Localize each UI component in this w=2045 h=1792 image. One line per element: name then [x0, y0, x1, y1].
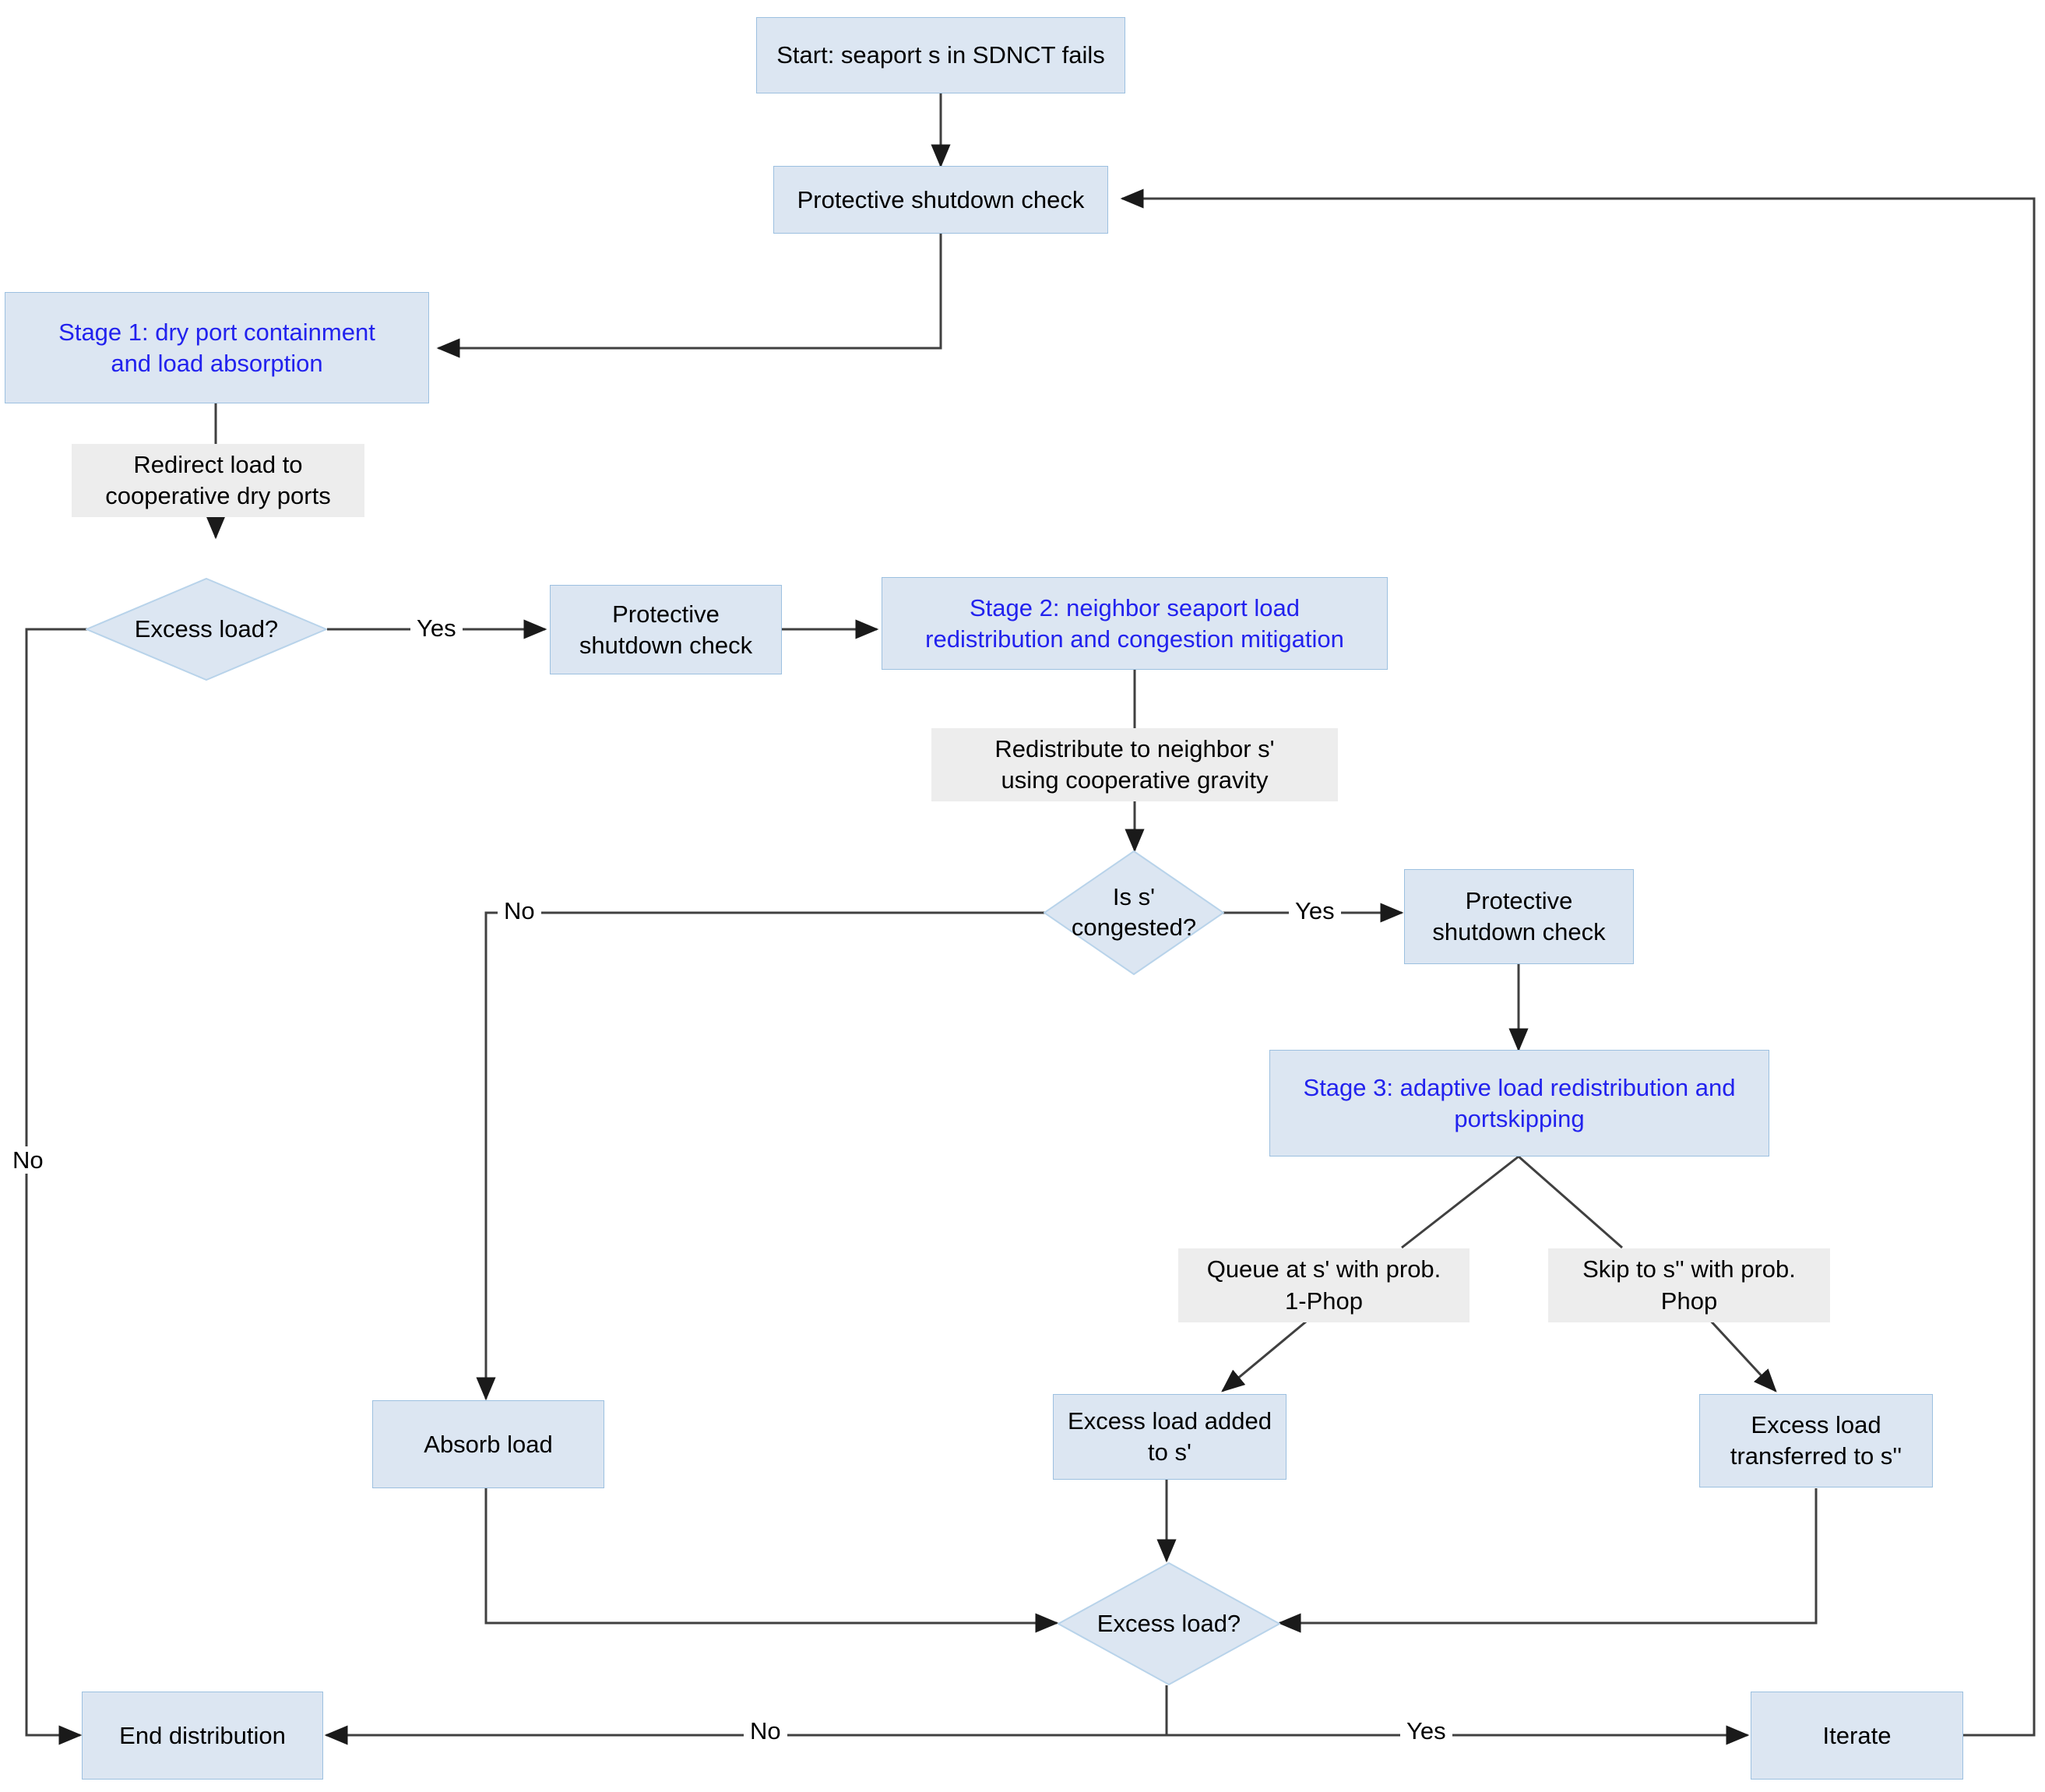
edge-label-redistribute: Redistribute to neighbor s' using cooper… [931, 728, 1338, 801]
decision-excess-load-2[interactable]: Excess load? [1058, 1562, 1280, 1685]
node-check2-label: Protective shutdown check [579, 600, 753, 659]
edge-label-queue: Queue at s' with prob. 1-Phop [1178, 1248, 1470, 1322]
node-protective-shutdown-check-1[interactable]: Protective shutdown check [773, 166, 1108, 234]
branch-label-excess2-no: No [744, 1717, 787, 1744]
node-protective-shutdown-check-3[interactable]: Protective shutdown check [1404, 869, 1634, 964]
decision-excess-load-1-label: Excess load? [134, 614, 279, 643]
decision-excess-load-2-label: Excess load? [1096, 1609, 1241, 1637]
node-excess-transferred-label: Excess load transferred to s'' [1730, 1411, 1902, 1470]
node-stage2-label: Stage 2: neighbor seaport load redistrib… [925, 593, 1344, 653]
node-excess-load-added-to-s1[interactable]: Excess load added to s' [1053, 1394, 1286, 1480]
branch-label-excess2-yes-text: Yes [1406, 1717, 1446, 1744]
edge-iterate-to-check1 [1120, 188, 2036, 1737]
node-stage1-label: Stage 1: dry port containment and load a… [58, 318, 375, 377]
node-end-distribution[interactable]: End distribution [82, 1692, 323, 1780]
node-check3-label: Protective shutdown check [1432, 887, 1606, 945]
branch-label-excess1-yes-text: Yes [417, 614, 456, 642]
branch-label-excess1-no-text: No [12, 1146, 44, 1174]
branch-label-excess1-no: No [6, 1146, 50, 1174]
edge-stage3-to-skip [1518, 1155, 1623, 1249]
branch-label-congested-yes-text: Yes [1295, 897, 1335, 924]
node-end-distribution-label: End distribution [119, 1721, 286, 1749]
branch-label-congested-no-text: No [504, 897, 535, 924]
branch-label-congested-no: No [498, 897, 541, 924]
node-start-label: Start: seaport s in SDNCT fails [776, 41, 1105, 69]
node-stage3-label: Stage 3: adaptive load redistribution an… [1303, 1073, 1736, 1132]
node-iterate-label: Iterate [1822, 1721, 1892, 1749]
edge-label-queue-text: Queue at s' with prob. 1-Phop [1206, 1255, 1441, 1315]
branch-label-excess2-yes: Yes [1400, 1717, 1452, 1744]
node-excess-added-label: Excess load added to s' [1068, 1407, 1272, 1466]
edge-excess1-no [25, 628, 105, 1745]
edge-label-skip: Skip to s'' with prob. Phop [1548, 1248, 1830, 1322]
edge-label-redirect: Redirect load to cooperative dry ports [72, 444, 364, 517]
decision-excess-load-1[interactable]: Excess load? [86, 578, 327, 681]
node-excess-load-transferred-to-s2[interactable]: Excess load transferred to s'' [1699, 1394, 1933, 1487]
node-absorb-load-label: Absorb load [424, 1430, 553, 1458]
node-protective-shutdown-check-2[interactable]: Protective shutdown check [550, 585, 782, 674]
node-absorb-load[interactable]: Absorb load [372, 1400, 604, 1488]
diamond-shape [1044, 850, 1224, 975]
node-stage-3[interactable]: Stage 3: adaptive load redistribution an… [1269, 1050, 1769, 1157]
node-start[interactable]: Start: seaport s in SDNCT fails [756, 17, 1125, 93]
edge-excess-transferred-to-excess2 [1277, 1488, 1818, 1633]
node-stage-1[interactable]: Stage 1: dry port containment and load a… [5, 292, 429, 403]
edge-label-redirect-text: Redirect load to cooperative dry ports [105, 450, 331, 509]
decision-is-congested-label: Is s' congested? [1071, 883, 1197, 941]
branch-label-congested-yes: Yes [1289, 897, 1341, 924]
node-stage-2[interactable]: Stage 2: neighbor seaport load redistrib… [882, 577, 1388, 670]
edge-absorb-to-excess2 [484, 1488, 1059, 1633]
branch-label-excess2-no-text: No [750, 1717, 781, 1744]
decision-is-congested[interactable]: Is s' congested? [1044, 850, 1224, 975]
branch-label-excess1-yes: Yes [410, 614, 463, 642]
edge-stage3-to-queue [1401, 1155, 1519, 1249]
diamond-shape [1058, 1562, 1280, 1685]
node-iterate[interactable]: Iterate [1751, 1692, 1963, 1780]
diamond-shape [86, 578, 327, 681]
edge-label-skip-text: Skip to s'' with prob. Phop [1582, 1255, 1796, 1315]
edge-congested-no [476, 911, 1047, 1401]
edge-check1-to-stage1 [436, 234, 942, 358]
node-check1-label: Protective shutdown check [797, 185, 1085, 213]
edge-label-redistribute-text: Redistribute to neighbor s' using cooper… [994, 734, 1275, 794]
